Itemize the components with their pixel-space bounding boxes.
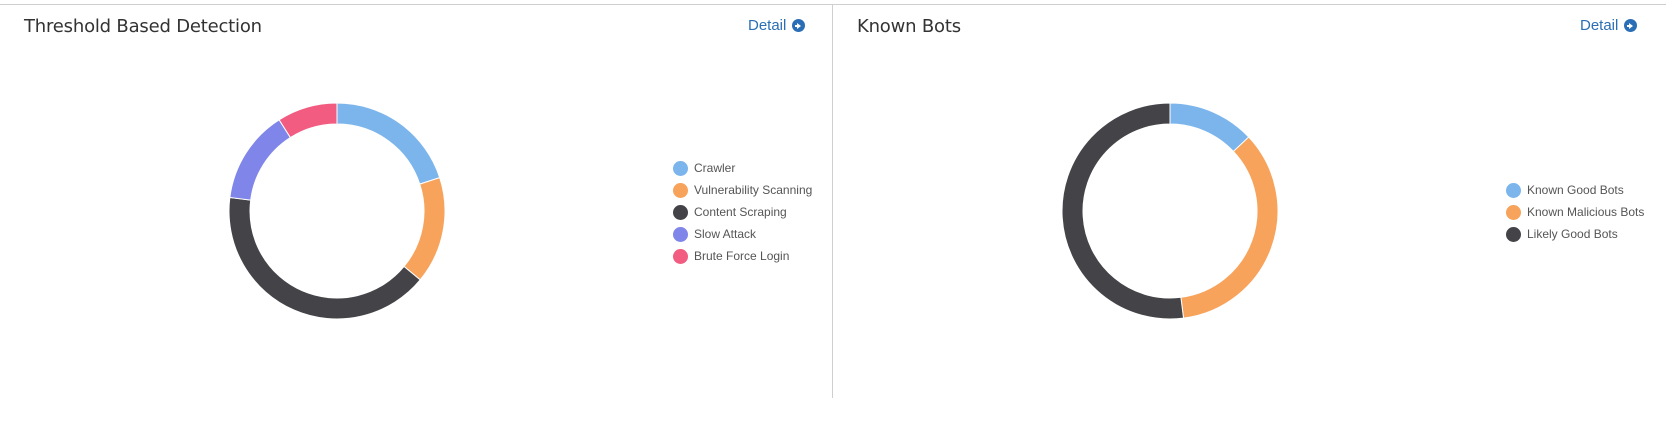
legend-label: Likely Good Bots (1527, 227, 1618, 241)
detail-label: Detail (1580, 17, 1619, 34)
detail-link[interactable]: Detail (1580, 17, 1638, 34)
slice-content-scraping[interactable] (228, 196, 421, 320)
legend-swatch (1506, 226, 1521, 242)
slice-known-malicious-bots[interactable] (1180, 136, 1279, 319)
legend-swatch (673, 248, 688, 264)
legend-label: Vulnerability Scanning (694, 183, 813, 197)
legend-swatch (673, 182, 688, 198)
legend-label: Known Malicious Bots (1527, 205, 1645, 219)
detail-label: Detail (748, 17, 787, 34)
legend-item[interactable]: Likely Good Bots (1506, 223, 1644, 245)
donut-chart (228, 102, 446, 320)
legend-label: Brute Force Login (694, 249, 790, 263)
slice-likely-good-bots[interactable] (1061, 102, 1185, 320)
legend-item[interactable]: Slow Attack (673, 223, 812, 245)
detail-link[interactable]: Detail (748, 17, 806, 34)
legend-item[interactable]: Brute Force Login (673, 245, 812, 267)
threshold-detection-panel: Threshold Based Detection Detail Crawler… (0, 5, 832, 429)
panel-title: Threshold Based Detection (24, 16, 262, 37)
slice-slow-attack[interactable] (229, 119, 292, 201)
panel-title: Known Bots (857, 16, 961, 37)
donut-chart (1061, 102, 1279, 320)
legend-label: Crawler (694, 161, 736, 175)
panel-divider (832, 5, 833, 398)
legend-item[interactable]: Known Good Bots (1506, 179, 1644, 201)
legend-label: Content Scraping (694, 205, 787, 219)
legend-swatch (1506, 204, 1521, 220)
arrow-circle-right-icon (1624, 19, 1638, 32)
arrow-circle-right-icon (792, 19, 806, 32)
legend-item[interactable]: Crawler (673, 157, 812, 179)
legend-label: Known Good Bots (1527, 183, 1624, 197)
legend-item[interactable]: Content Scraping (673, 201, 812, 223)
slice-brute-force-login[interactable] (278, 102, 338, 139)
legend-swatch (673, 160, 688, 176)
legend-item[interactable]: Known Malicious Bots (1506, 201, 1644, 223)
slice-known-good-bots[interactable] (1169, 102, 1250, 153)
legend-swatch (1506, 182, 1521, 198)
legend-swatch (673, 226, 688, 242)
legend-label: Slow Attack (694, 227, 757, 241)
legend-item[interactable]: Vulnerability Scanning (673, 179, 812, 201)
slice-vulnerability-scanning[interactable] (403, 176, 446, 281)
slice-crawler[interactable] (336, 102, 441, 185)
legend-swatch (673, 204, 688, 220)
top-border (0, 4, 1666, 5)
